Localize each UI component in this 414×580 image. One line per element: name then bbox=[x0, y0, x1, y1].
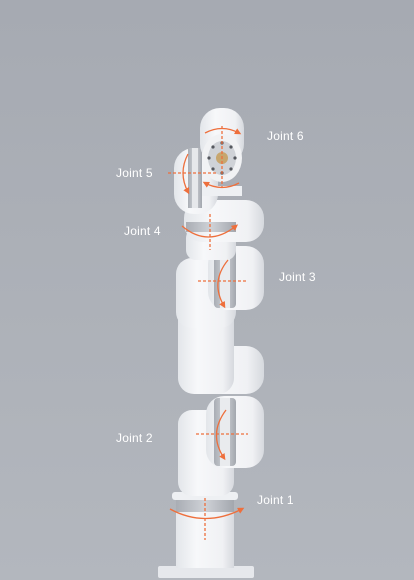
lower-arm-segment bbox=[178, 396, 264, 496]
joint-5-marker bbox=[168, 153, 218, 195]
joint-4-marker bbox=[181, 214, 239, 250]
joint-4-label: Joint 4 bbox=[124, 224, 161, 238]
upper-arm-segment bbox=[176, 246, 264, 328]
joint-5-label: Joint 5 bbox=[116, 166, 153, 180]
joint-6-label: Joint 6 bbox=[267, 129, 304, 143]
joint-3-label: Joint 3 bbox=[279, 270, 316, 284]
joint-1-label: Joint 1 bbox=[257, 493, 294, 507]
joint-3-marker bbox=[198, 259, 246, 309]
joint-6-marker bbox=[202, 126, 242, 189]
joint-1-marker bbox=[169, 498, 245, 540]
robot-base bbox=[158, 492, 254, 578]
joint-2-marker bbox=[196, 409, 248, 461]
joint-2-label: Joint 2 bbox=[116, 431, 153, 445]
